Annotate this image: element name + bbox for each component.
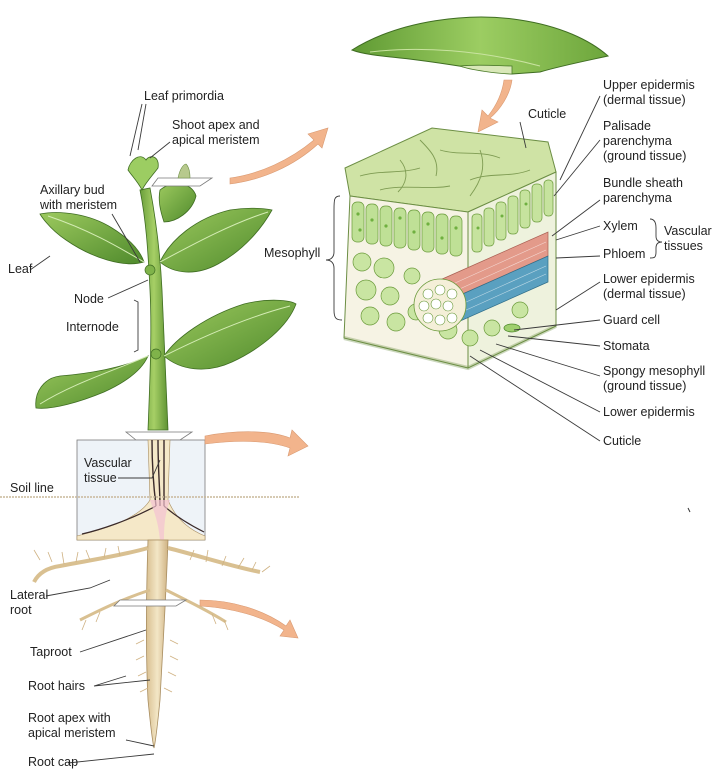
label-bundle-sheath: Bundle sheath parenchyma	[603, 176, 683, 206]
label-internode: Internode	[66, 320, 119, 335]
mesophyll-brace	[326, 196, 342, 320]
label-taproot: Taproot	[30, 645, 72, 660]
arrow-stem-section	[205, 430, 308, 456]
label-leaf-primordia: Leaf primordia	[144, 89, 224, 104]
label-phloem: Phloem	[603, 247, 645, 262]
label-soil-line: Soil line	[10, 481, 54, 496]
label-xylem: Xylem	[603, 219, 638, 234]
label-node: Node	[74, 292, 104, 307]
detached-leaf	[352, 17, 608, 74]
label-upper-epidermis: Upper epidermis (dermal tissue)	[603, 78, 695, 108]
label-root-apex: Root apex with apical meristem	[28, 711, 116, 741]
label-axillary-bud: Axillary bud with meristem	[40, 183, 117, 213]
label-shoot-apex: Shoot apex and apical meristem	[172, 118, 260, 148]
label-vascular-tissues: Vascular tissues	[664, 224, 712, 254]
label-root-hairs: Root hairs	[28, 679, 85, 694]
arrow-root-section	[200, 600, 298, 638]
label-root-cap: Root cap	[28, 755, 78, 770]
label-spongy-mesophyll: Spongy mesophyll (ground tissue)	[603, 364, 705, 394]
label-mesophyll: Mesophyll	[264, 246, 320, 261]
label-lower-epidermis-dermal: Lower epidermis (dermal tissue)	[603, 272, 695, 302]
label-leaf: Leaf	[8, 262, 32, 277]
label-vascular-tissue: Vascular tissue	[84, 456, 132, 486]
leaf-cross-section	[344, 128, 556, 368]
label-palisade: Palisade parenchyma (ground tissue)	[603, 119, 686, 164]
label-lower-epidermis: Lower epidermis	[603, 405, 695, 420]
label-guard-cell: Guard cell	[603, 313, 660, 328]
label-cuticle-top: Cuticle	[528, 107, 566, 122]
label-lateral-root: Lateral root	[10, 588, 48, 618]
guard-cell-shape	[504, 324, 520, 332]
label-cuticle-bottom: Cuticle	[603, 434, 641, 449]
arrow-to-cross-section	[478, 80, 512, 132]
label-stomata: Stomata	[603, 339, 650, 354]
